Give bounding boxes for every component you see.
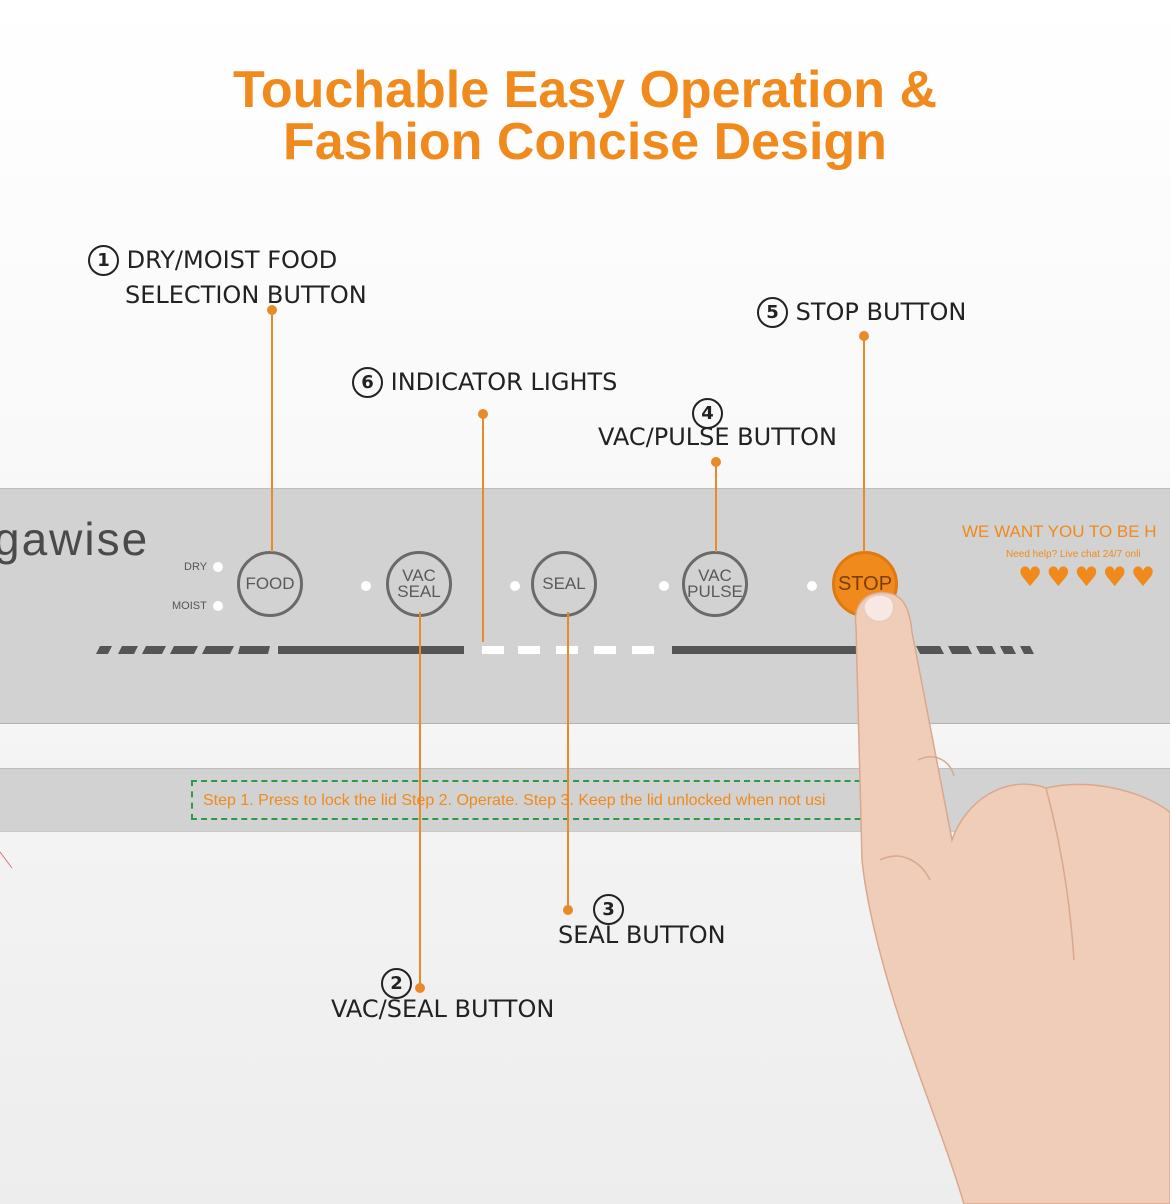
stop-indicator-light [807,581,817,591]
vac-pulse-button[interactable]: VAC PULSE [682,551,748,617]
callout-food-selection: 1 DRY/MOIST FOOD [88,243,337,278]
callout-label: STOP BUTTON [795,298,967,326]
callout-vac-pulse-number: 4 [692,396,723,431]
headline-line-2: Fashion Concise Design [283,113,887,171]
rating-hearts-icon: ♥♥♥♥♥ [1018,562,1160,593]
callout-stop: 5 STOP BUTTON [757,295,966,330]
callout-label: SEAL BUTTON [558,921,726,949]
callout-number: 6 [352,367,383,398]
callout-label: INDICATOR LIGHTS [390,368,618,396]
callout-indicator-lights: 6 INDICATOR LIGHTS [352,365,617,400]
dry-indicator-light [213,562,223,572]
callout-label: SELECTION BUTTON [125,281,367,309]
moist-label: MOIST [172,600,207,612]
vac-seal-indicator-light [361,581,371,591]
callout-number: 4 [692,398,723,429]
panel-light-bar [96,646,1034,654]
pointing-hand-icon [854,591,1170,1204]
food-button[interactable]: FOOD [237,551,303,617]
callout-number: 5 [757,297,788,328]
callout-food-selection-line2: SELECTION BUTTON [125,278,367,313]
headline-line-1: Touchable Easy Operation & [232,61,938,119]
callout-seal: SEAL BUTTON [558,918,726,953]
dry-label: DRY [184,561,208,573]
steps-instruction-text: Step 1. Press to lock the lid Step 2. Op… [203,792,826,809]
callout-number: 2 [381,968,412,999]
brand-logo: gawise [0,513,150,565]
callout-vac-seal: VAC/SEAL BUTTON [331,992,554,1027]
live-chat-text: Need help? Live chat 24/7 onli [1006,549,1141,560]
vac-pulse-indicator-light [659,581,669,591]
callout-number: 3 [593,894,624,925]
callout-number: 1 [88,245,119,276]
promo-title: WE WANT YOU TO BE H [962,522,1157,541]
seal-indicator-light [510,581,520,591]
moist-indicator-light [213,601,223,611]
callout-seal-number: 3 [593,892,624,927]
callout-vac-seal-number: 2 [381,966,412,1001]
callout-label: VAC/SEAL BUTTON [331,995,555,1023]
seal-button[interactable]: SEAL [531,551,597,617]
callout-vac-pulse: VAC/PULSE BUTTON [598,420,837,455]
callout-label: VAC/PULSE BUTTON [598,423,837,451]
callout-label: DRY/MOIST FOOD [126,246,338,274]
